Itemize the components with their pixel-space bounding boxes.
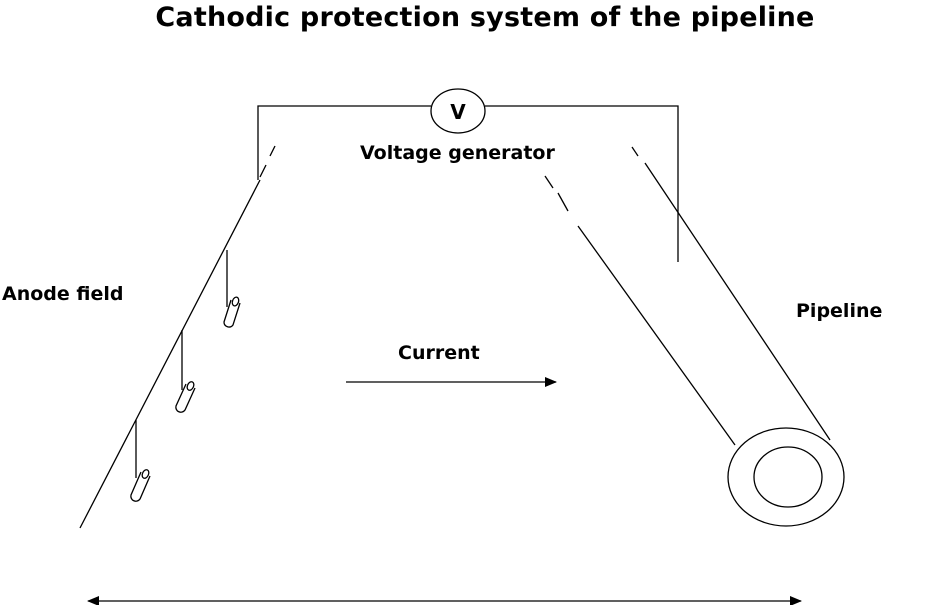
voltmeter: V [430, 88, 486, 134]
voltage-generator-label: Voltage generator [360, 142, 555, 164]
diagram-title: Cathodic protection system of the pipeli… [155, 2, 815, 33]
voltmeter-circle [430, 88, 486, 134]
pipe-end-inner [753, 446, 823, 508]
pipe-end-outer [727, 427, 845, 527]
anode-1 [223, 250, 241, 328]
circuit-wire [257, 105, 679, 262]
anode-field-label: Anode field [2, 283, 124, 305]
voltmeter-symbol: V [450, 100, 466, 124]
current-label: Current [398, 342, 480, 364]
pipeline-label: Pipeline [796, 300, 883, 322]
anode-3 [130, 420, 151, 502]
anode-ground-line [79, 145, 276, 529]
anode-2 [175, 330, 196, 413]
pipeline [544, 146, 845, 527]
